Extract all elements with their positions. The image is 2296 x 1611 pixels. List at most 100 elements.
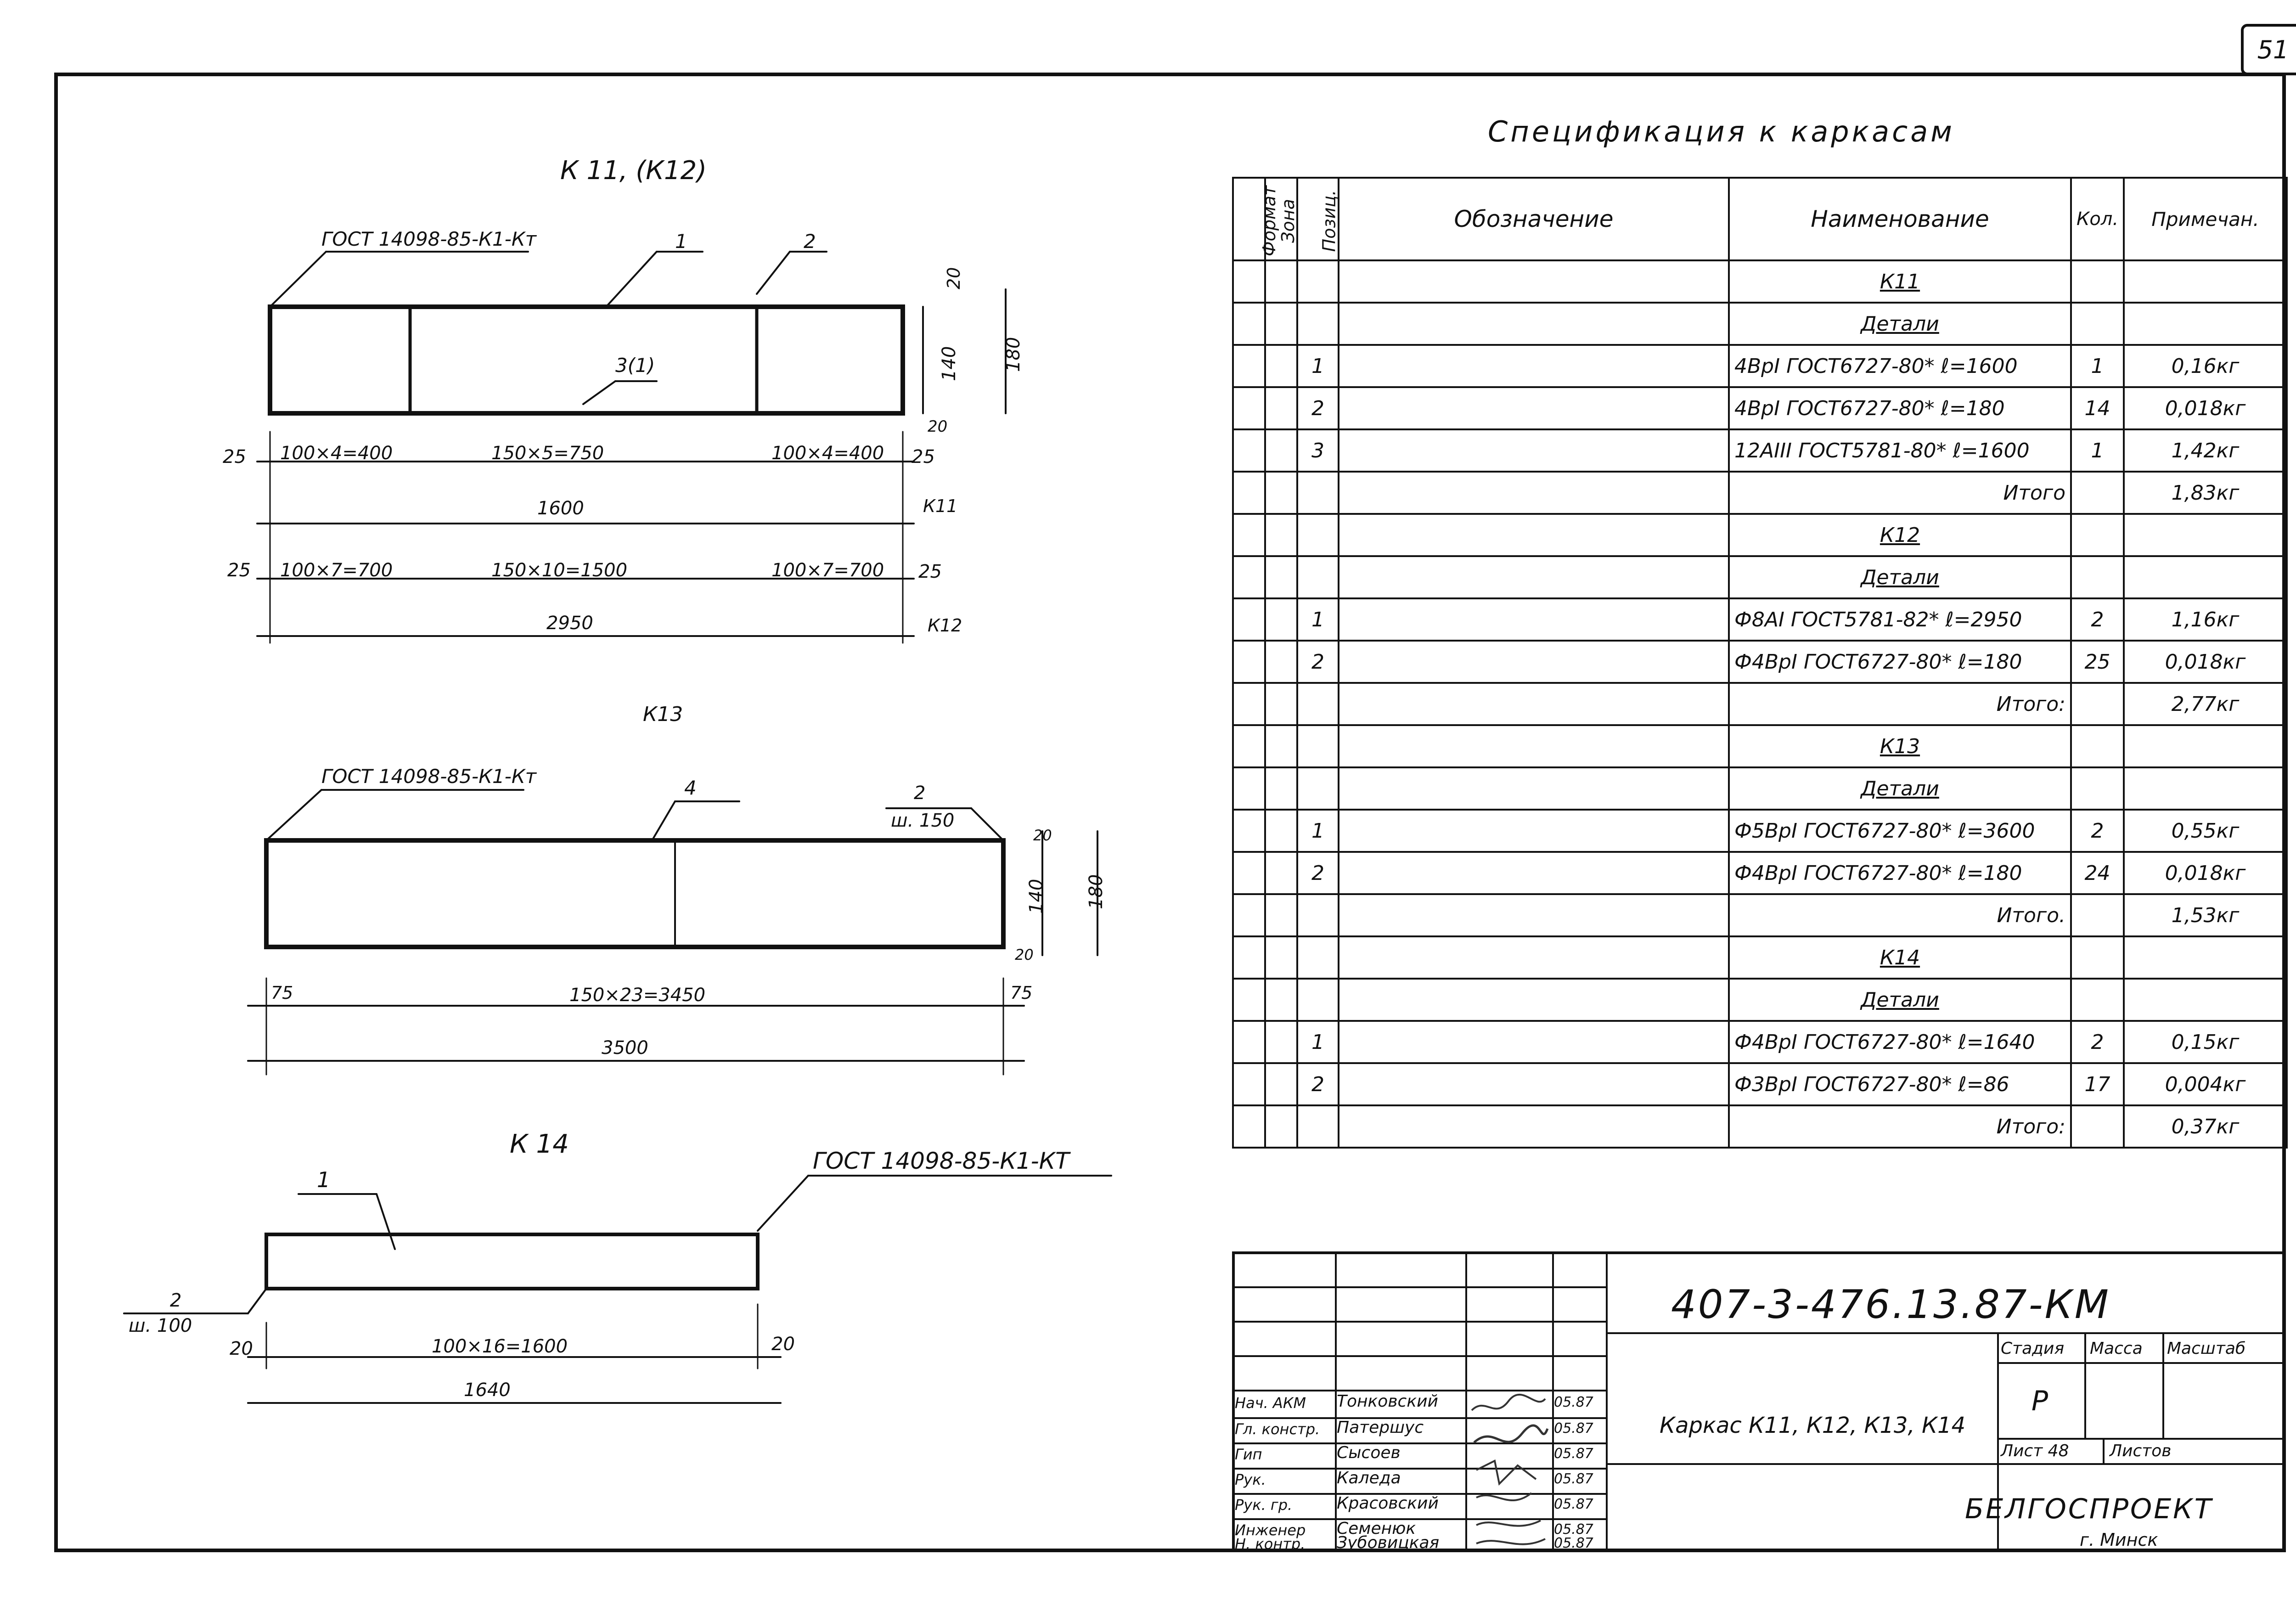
k11-row1-seg3: 100×4=400 [771,443,884,464]
item-qty: 24 [2070,851,2125,895]
person-name: Семенюк [1337,1519,1416,1538]
item-name: Ф4ВрI ГОСТ6727-80* ℓ=180 [1728,851,2072,895]
item-name: 4ВрI ГОСТ6727-80* ℓ=1600 [1728,344,2072,388]
k13-seg: 150×23=3450 [569,985,705,1006]
sign-date: 05.87 [1554,1446,1593,1462]
k11-gost-label: ГОСТ 14098-85-К1-Кт [321,228,537,250]
spec-table: Формат Зона Позиц. Обозначение Наименова… [1232,177,2288,1149]
stage-label: Стадия [2001,1339,2065,1358]
k14-title: К 14 [510,1129,569,1159]
k11-row2-total: 2950 [546,613,593,634]
k13-left-dim: 75 [271,983,293,1003]
header-note: Примечан. [2123,177,2288,261]
k11-dim-180: 180 [1003,337,1024,372]
spec-row: К13 [1232,724,2288,768]
section-label: Детали [1728,766,2072,811]
section-label: К12 [1728,513,2072,557]
sign-date: 05.87 [1554,1420,1593,1436]
item-qty: 2 [2070,1020,2125,1064]
k11-pos-bottom: 3(1) [615,354,655,377]
person-name: Патершус [1337,1418,1424,1437]
header-name: Наименование [1728,177,2072,261]
item-pos: 1 [1296,1020,1339,1064]
k14-pos-1: 1 [317,1167,330,1192]
k11-row1-right: 25 [912,446,935,468]
total-note: 1,83кг [2123,471,2288,515]
sign-date: 05.87 [1554,1521,1593,1538]
item-note: 0,004кг [2123,1062,2288,1106]
spec-row: Детали [1232,766,2288,811]
item-qty: 1 [2070,344,2125,388]
spec-row: К11 [1232,259,2288,304]
k11-row1-seg2: 150×5=750 [491,443,604,464]
total-note: 1,53кг [2123,893,2288,937]
sign-date: 05.87 [1554,1471,1593,1487]
total-note: 0,37кг [2123,1104,2288,1149]
spec-row: Итого.1,53кг [1232,893,2288,937]
organization-name: БЕЛГОСПРОЕКТ [1965,1493,2213,1525]
sheet-label: Лист 48 [2001,1442,2069,1460]
k13-pos-2-step: ш. 150 [891,810,954,831]
role-label: Рук. гр. [1235,1496,1293,1514]
scale-label: Масштаб [2167,1339,2246,1358]
k13-dim-20-bottom: 20 [1015,946,1034,963]
k14-left-dim: 20 [230,1338,253,1359]
k11-row1-left: 25 [223,446,246,468]
role-label: Инженер [1235,1521,1306,1539]
k11-row2-seg3: 100×7=700 [771,560,884,581]
header-zone: Зона [1264,177,1298,261]
k11-row2-left: 25 [227,560,251,581]
header-designation: Обозначение [1338,177,1730,261]
k13-total: 3500 [602,1037,648,1059]
organization-city: г. Минск [2080,1530,2158,1550]
role-label: Н. контр. [1235,1535,1306,1553]
k14-gost-label: ГОСТ 14098-85-К1-КТ [813,1148,1071,1174]
header-pos: Позиц. [1296,177,1339,261]
signatures [1471,1394,1549,1545]
item-note: 0,16кг [2123,344,2288,388]
item-note: 1,42кг [2123,428,2288,473]
sign-date: 05.87 [1554,1535,1593,1551]
section-label: Детали [1728,555,2072,599]
spec-row: К12 [1232,513,2288,557]
item-qty: 17 [2070,1062,2125,1106]
sign-date: 05.87 [1554,1496,1593,1512]
sign-date: 05.87 [1554,1394,1593,1410]
item-pos: 2 [1296,386,1339,430]
k13-title: К13 [643,703,683,726]
item-name: 4ВрI ГОСТ6727-80* ℓ=180 [1728,386,2072,430]
spec-header-row: Формат Зона Позиц. Обозначение Наименова… [1232,177,2288,261]
item-pos: 2 [1296,1062,1339,1106]
k11-row2-seg2: 150×10=1500 [491,560,627,581]
k11-row1-seg1: 100×4=400 [280,443,393,464]
item-note: 0,15кг [2123,1020,2288,1064]
k11-row1-tag: К11 [923,496,957,516]
k11-row1-total: 1600 [537,498,584,519]
k13-dim-180: 180 [1086,874,1107,909]
item-note: 0,018кг [2123,851,2288,895]
item-pos: 1 [1296,344,1339,388]
k14-pos-2: 2 [170,1290,181,1311]
k11-pos-top: 1 [675,230,687,253]
k13-pos-2: 2 [914,783,925,804]
section-label: Детали [1728,978,2072,1022]
total-note: 2,77кг [2123,682,2288,726]
item-name: Ф4ВрI ГОСТ6727-80* ℓ=180 [1728,640,2072,684]
stage-value: Р [2031,1385,2048,1417]
spec-row: К14 [1232,935,2288,980]
title-block: 407-3-476.13.87-КМ Нач. АКМ Тонковский 0… [1232,1251,2286,1553]
role-label: Рук. [1235,1471,1266,1488]
total-label: Итого: [1728,1104,2072,1149]
role-label: Нач. АКМ [1235,1394,1306,1412]
item-pos: 2 [1296,640,1339,684]
k11-dim-20-top: 20 [944,267,964,289]
k13-dim-140: 140 [1026,879,1047,914]
spec-row: Детали [1232,978,2288,1022]
item-pos: 2 [1296,851,1339,895]
role-label: Гип [1235,1446,1262,1463]
